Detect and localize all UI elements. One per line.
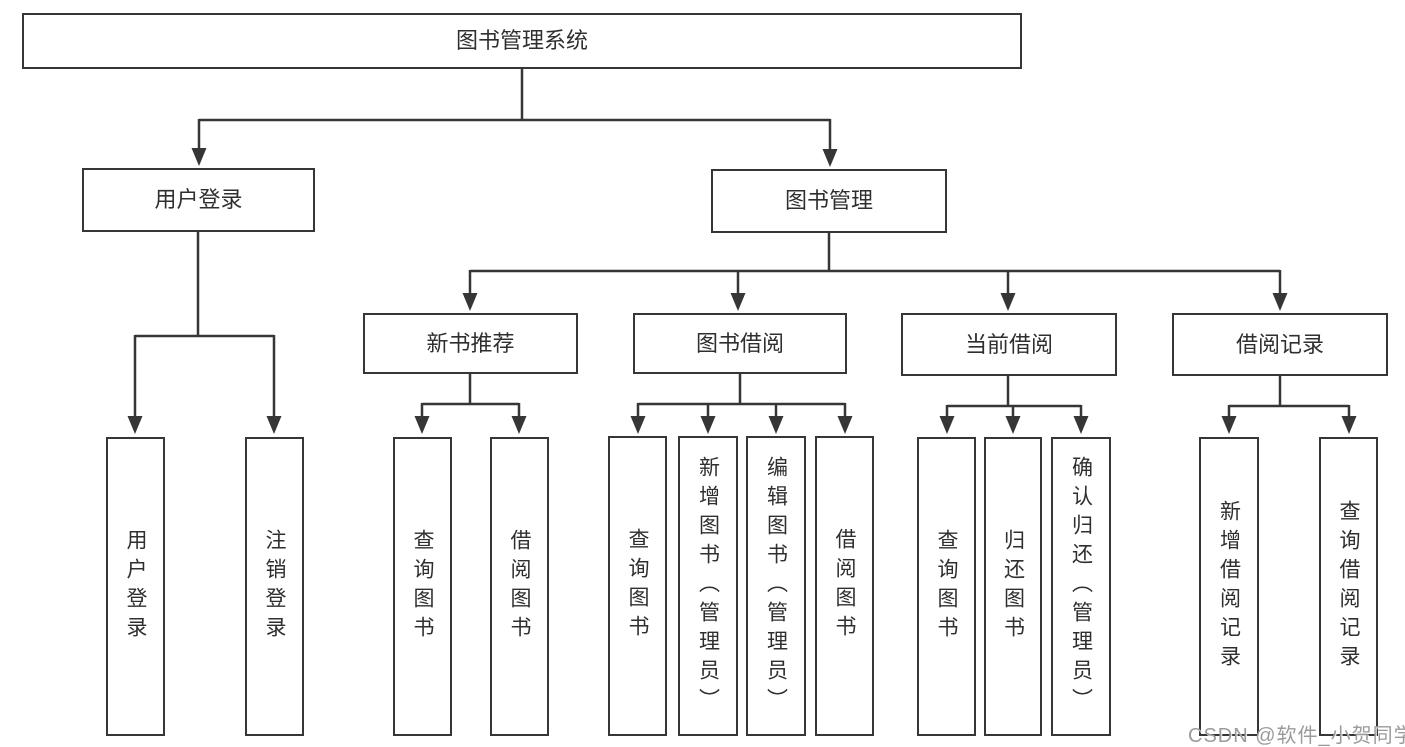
node-label: 借阅图书: [508, 528, 531, 645]
node-leaf-user-login: 用户登录: [106, 437, 165, 736]
node-current-borrow: 当前借阅: [901, 313, 1117, 376]
node-label: 新增图书（管理员）: [696, 455, 720, 717]
node-book-management: 图书管理: [711, 169, 947, 233]
node-leaf-query-books: 查询图书: [393, 437, 452, 736]
node-label: 编辑图书（管理员）: [764, 455, 788, 717]
node-borrow-records: 借阅记录: [1172, 313, 1388, 376]
node-leaf-add-borrow-record: 新增借阅记录: [1199, 437, 1259, 736]
node-leaf-query-borrow-record: 查询借阅记录: [1319, 437, 1378, 736]
node-label: 归还图书: [1001, 528, 1025, 645]
node-leaf-return-books: 归还图书: [984, 437, 1042, 736]
node-label: 用户登录: [154, 187, 243, 212]
node-leaf-confirm-return-admin: 确认归还（管理员）: [1051, 437, 1111, 736]
node-label: 图书管理: [784, 188, 873, 213]
node-user-login: 用户登录: [82, 168, 315, 232]
node-book-borrowing: 图书借阅: [633, 313, 847, 374]
csdn-watermark: CSDN @软件_小贺同学: [1188, 725, 1405, 747]
node-label: 新书推荐: [426, 330, 515, 356]
node-leaf-query-books: 查询图书: [608, 436, 667, 736]
node-new-book-recommendation: 新书推荐: [363, 313, 578, 374]
node-leaf-query-books: 查询图书: [917, 437, 976, 736]
node-label: 借阅记录: [1235, 331, 1324, 357]
node-leaf-borrow-books: 借阅图书: [490, 437, 549, 736]
node-label: 查询图书: [626, 528, 649, 644]
node-label: 用户登录: [124, 528, 147, 645]
node-label: 注销登录: [263, 528, 286, 645]
node-label: 查询图书: [935, 528, 958, 645]
node-leaf-logout: 注销登录: [245, 437, 304, 736]
node-label: 借阅图书: [833, 528, 856, 644]
node-leaf-edit-books-admin: 编辑图书（管理员）: [746, 436, 806, 736]
node-label: 新增借阅记录: [1217, 499, 1241, 674]
node-label: 确认归还（管理员）: [1069, 456, 1093, 717]
node-label: 查询借阅记录: [1337, 499, 1360, 674]
node-leaf-borrow-books: 借阅图书: [815, 436, 874, 736]
node-library-system: 图书管理系统: [22, 13, 1022, 69]
node-label: 查询图书: [411, 528, 434, 645]
node-label: 图书管理系统: [455, 28, 588, 53]
node-label: 图书借阅: [695, 330, 784, 356]
node-label: 当前借阅: [964, 331, 1053, 357]
node-leaf-add-books-admin: 新增图书（管理员）: [678, 436, 738, 736]
